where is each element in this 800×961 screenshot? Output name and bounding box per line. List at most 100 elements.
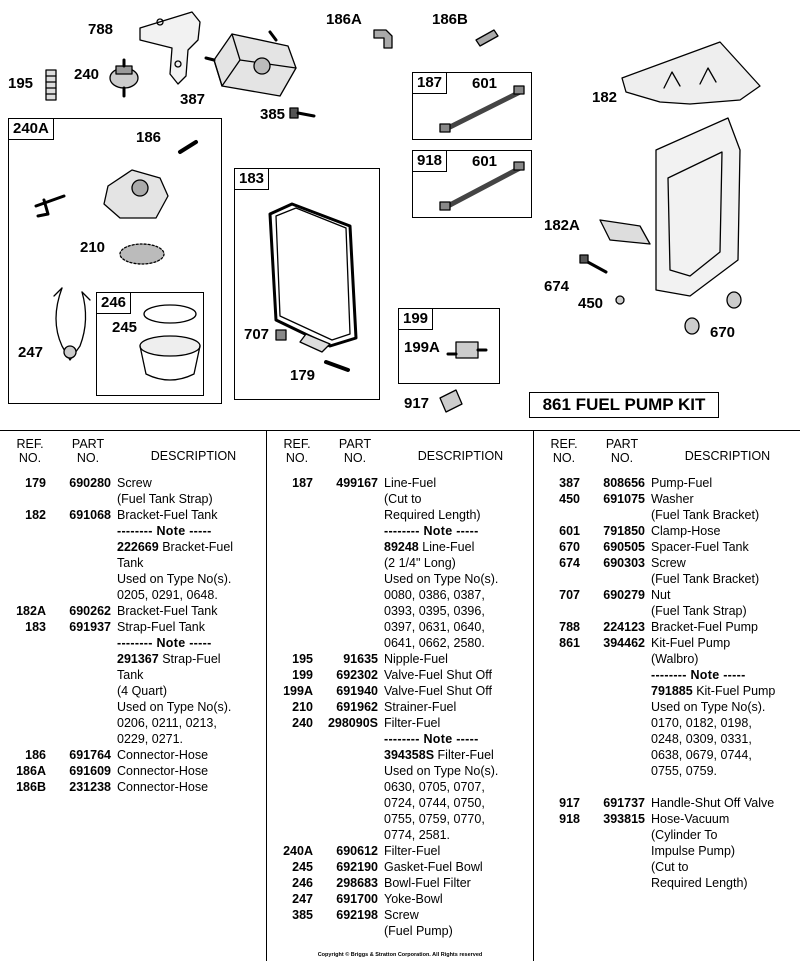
ref-number: 707 (559, 588, 580, 602)
label-707: 707 (244, 326, 270, 343)
table-row: (Fuel Pump) (267, 923, 533, 939)
bowl-and-gasket-drawing (139, 304, 201, 381)
description: Screw (384, 908, 419, 922)
table-row: 0774, 2581. (267, 827, 533, 843)
table-row: (Fuel Tank Strap) (0, 491, 266, 507)
ref-number: 240 (292, 716, 313, 730)
table-row: (Cylinder To (534, 827, 800, 843)
description: 0393, 0395, 0396, (384, 604, 485, 618)
replacement-part-number: 89248 (384, 540, 419, 554)
note-marker: -------- Note ----- (117, 636, 212, 650)
table-row: 0638, 0679, 0744, (534, 747, 800, 763)
table-row: Impulse Pump) (534, 843, 800, 859)
description: Filter-Fuel (384, 716, 441, 730)
header-ref: REF.NO. (283, 437, 311, 465)
label-387: 387 (180, 91, 206, 108)
header-ref: REF.NO. (16, 437, 44, 465)
table-row: (Cut to (534, 859, 800, 875)
description: (4 Quart) (117, 684, 168, 698)
table-row: -------- Note ----- (0, 523, 266, 539)
ref-number: 179 (25, 476, 46, 490)
description: Spacer-Fuel Tank (651, 540, 749, 554)
description: Screw (651, 556, 686, 570)
description: Valve-Fuel Shut Off (384, 684, 492, 698)
table-row: 0170, 0182, 0198, (534, 715, 800, 731)
note-marker: -------- Note ----- (651, 668, 746, 682)
part-number: 231238 (69, 780, 111, 794)
description: Washer (651, 492, 694, 506)
description: 0229, 0271. (117, 732, 184, 746)
label-199A: 199A (404, 339, 440, 356)
label-918: 918 (412, 150, 448, 172)
description: Required Length) (384, 508, 481, 522)
description: (Walbro) (651, 652, 699, 666)
fuel-filter-drawing (109, 58, 139, 98)
description: Impulse Pump) (651, 844, 736, 858)
table-row: 0397, 0631, 0640, (267, 619, 533, 635)
description: 0080, 0386, 0387, (384, 588, 485, 602)
table-row: 0206, 0211, 0213, (0, 715, 266, 731)
table-row (534, 779, 800, 795)
bracket-screw-drawing (579, 254, 608, 274)
shut-off-valve-drawing (446, 341, 488, 359)
ref-number: 918 (559, 812, 580, 826)
part-number: 691764 (69, 748, 111, 762)
table-row: Used on Type No(s). (534, 699, 800, 715)
label-199: 199 (398, 308, 434, 330)
label-246: 246 (96, 292, 132, 314)
diagram-drawing (34, 11, 761, 413)
description: (Fuel Pump) (384, 924, 453, 938)
description: 291367 Strap-Fuel (117, 651, 221, 667)
part-number: 691700 (336, 892, 378, 906)
description: Hose-Vacuum (651, 812, 730, 826)
label-674: 674 (544, 278, 570, 295)
header-description: DESCRIPTION (150, 449, 237, 463)
table-row: 0755, 0759. (534, 763, 800, 779)
description: 0641, 0662, 2580. (384, 636, 485, 650)
spacer-drawing (684, 291, 742, 335)
part-number: 691068 (69, 508, 111, 522)
fuel-tank-strap-drawing (268, 202, 358, 372)
description: Used on Type No(s). (384, 572, 499, 586)
description: (Fuel Tank Bracket) (651, 508, 760, 522)
description: 0205, 0291, 0648. (117, 588, 218, 602)
description: Valve-Fuel Shut Off (384, 668, 492, 682)
description: (Cylinder To (651, 828, 718, 842)
table-row: 0724, 0744, 0750, (267, 795, 533, 811)
fuel-line-drawing (439, 85, 525, 133)
note-marker: -------- Note ----- (117, 524, 212, 538)
table-row: (4 Quart) (0, 683, 266, 699)
label-182: 182 (592, 89, 618, 106)
ref-number: 601 (559, 524, 580, 538)
description: 0170, 0182, 0198, (651, 716, 752, 730)
bowl-yoke-drawing (53, 287, 91, 361)
table-row: 0229, 0271. (0, 731, 266, 747)
label-788: 788 (88, 21, 114, 38)
description: (Cut to (384, 492, 422, 506)
table-row: 222669 Bracket-Fuel (0, 539, 266, 555)
part-number: 691737 (603, 796, 645, 810)
label-210: 210 (80, 239, 106, 256)
label-195: 195 (8, 75, 34, 92)
description: Nipple-Fuel (384, 652, 448, 666)
replacement-part-number: 291367 (117, 652, 159, 666)
washer-drawing (615, 295, 625, 305)
table-row: (Fuel Tank Bracket) (534, 571, 800, 587)
part-number: 690280 (69, 476, 111, 490)
